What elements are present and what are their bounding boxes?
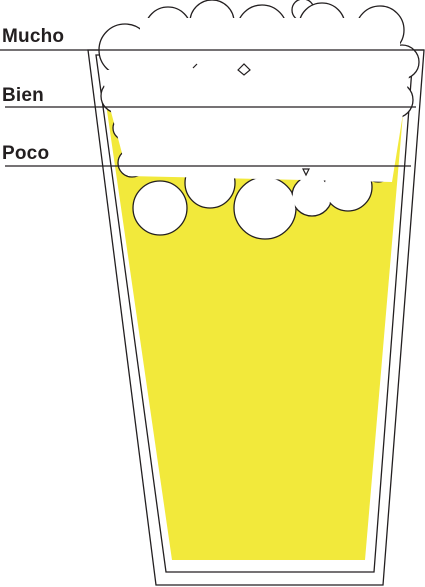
foam-details xyxy=(192,63,310,177)
foam-body xyxy=(100,1,418,238)
level-label-poco: Poco xyxy=(2,143,49,164)
level-label-bien: Bien xyxy=(2,85,44,106)
level-label-mucho: Mucho xyxy=(2,26,64,47)
